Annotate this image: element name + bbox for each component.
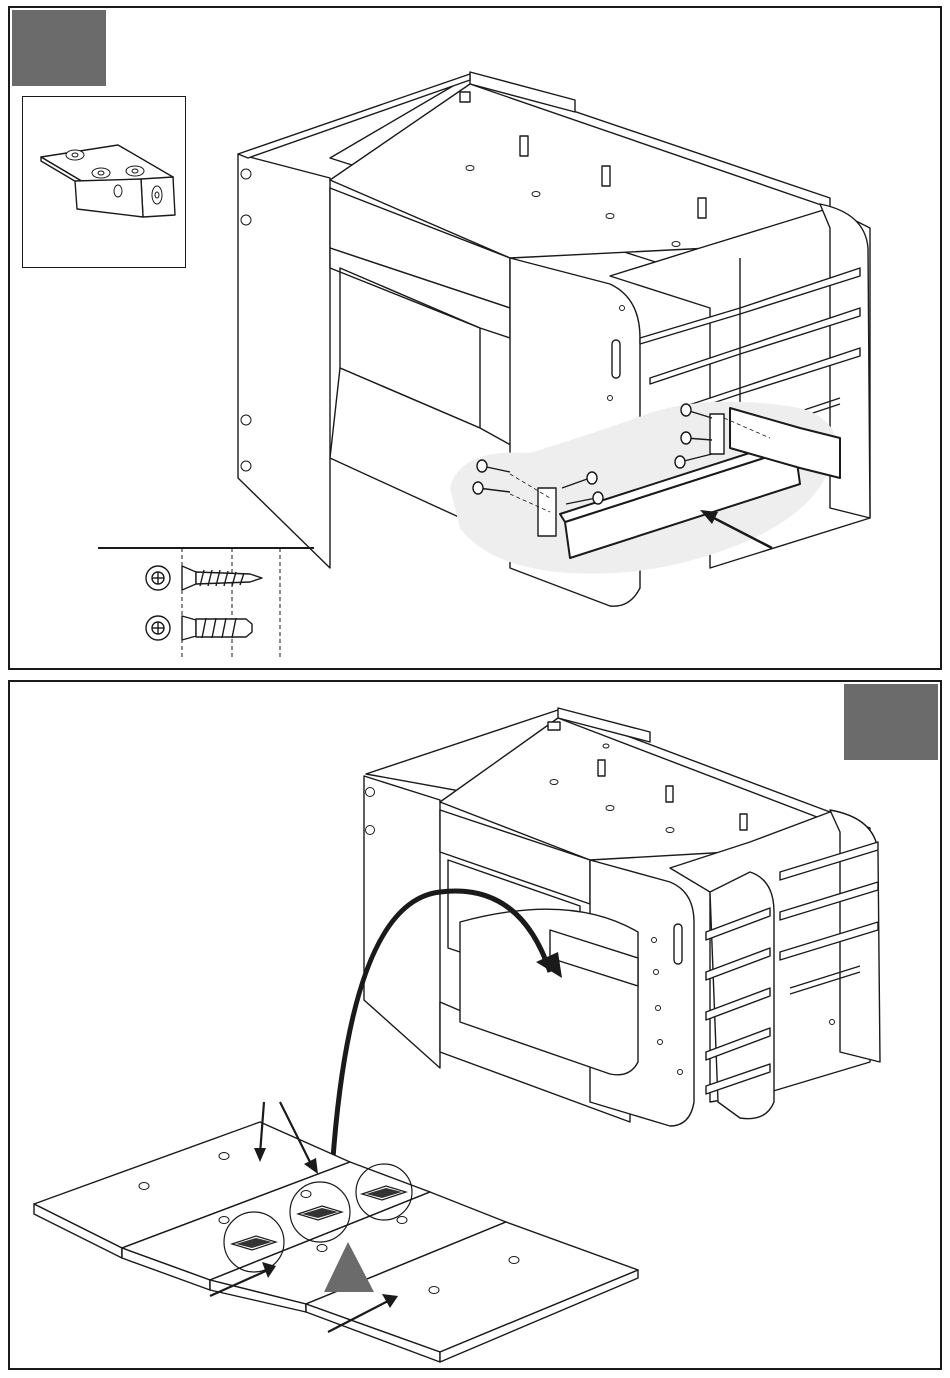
bed-assembly-drawing-bottom: [10, 682, 940, 1368]
step-panel-top: [8, 6, 942, 670]
bed-assembly-drawing-top: [10, 8, 940, 668]
step-panel-bottom: [8, 680, 942, 1370]
hardware-legend: [98, 548, 314, 660]
phillips-wood-screw-icon: [146, 566, 262, 590]
phillips-confirmat-screw-icon: [146, 616, 252, 640]
